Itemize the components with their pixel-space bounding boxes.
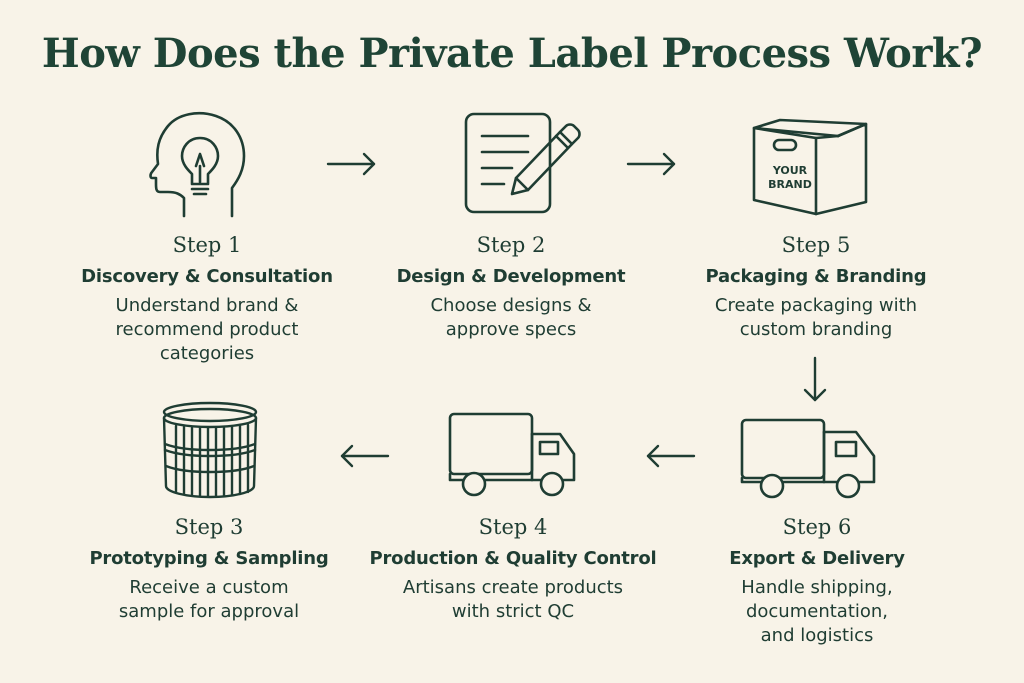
step-title: Design & Development [396,266,626,287]
step-number: Step 4 [478,515,548,539]
step-title: Prototyping & Sampling [89,548,329,569]
head-lightbulb-icon [140,108,260,220]
delivery-truck-icon [740,418,880,502]
step-3: Step 3 Prototyping & Sampling Receive a … [64,514,354,624]
branded-box-icon: YOUR BRAND [750,118,880,218]
step-description: Handle shipping, documentation, and logi… [741,577,893,646]
step-title: Packaging & Branding [705,266,927,287]
right-arrow-icon [626,152,678,176]
step-number: Step 5 [781,233,851,257]
step-1: Step 1 Discovery & Consultation Understa… [62,232,352,366]
step-number: Step 3 [174,515,244,539]
left-arrow-icon [644,444,696,468]
step-6: Step 6 Export & Delivery Handle shipping… [672,514,962,648]
page-title: How Does the Private Label Process Work? [41,30,983,77]
right-arrow-icon [326,152,378,176]
step-description: Choose designs & approve specs [430,295,592,340]
step-5: Step 5 Packaging & Branding Create packa… [671,232,961,342]
delivery-truck-icon [448,412,578,498]
step-title: Production & Quality Control [369,548,657,569]
step-number: Step 2 [476,233,546,257]
woven-basket-icon [156,400,266,500]
box-brand-text: BRAND [768,178,812,191]
box-brand-text: YOUR [772,164,808,177]
document-pencil-icon [456,110,586,216]
step-description: Receive a custom sample for approval [118,577,300,622]
step-4: Step 4 Production & Quality Control Arti… [368,514,658,624]
left-arrow-icon [338,444,390,468]
step-description: Understand brand & recommend product cat… [115,295,299,364]
step-number: Step 1 [172,233,242,257]
step-title: Discovery & Consultation [81,266,333,287]
down-arrow-icon [803,356,827,404]
step-title: Export & Delivery [729,548,905,569]
step-description: Artisans create products with strict QC [402,577,624,622]
step-description: Create packaging with custom branding [714,295,918,340]
step-number: Step 6 [782,515,852,539]
step-2: Step 2 Design & Development Choose desig… [366,232,656,342]
